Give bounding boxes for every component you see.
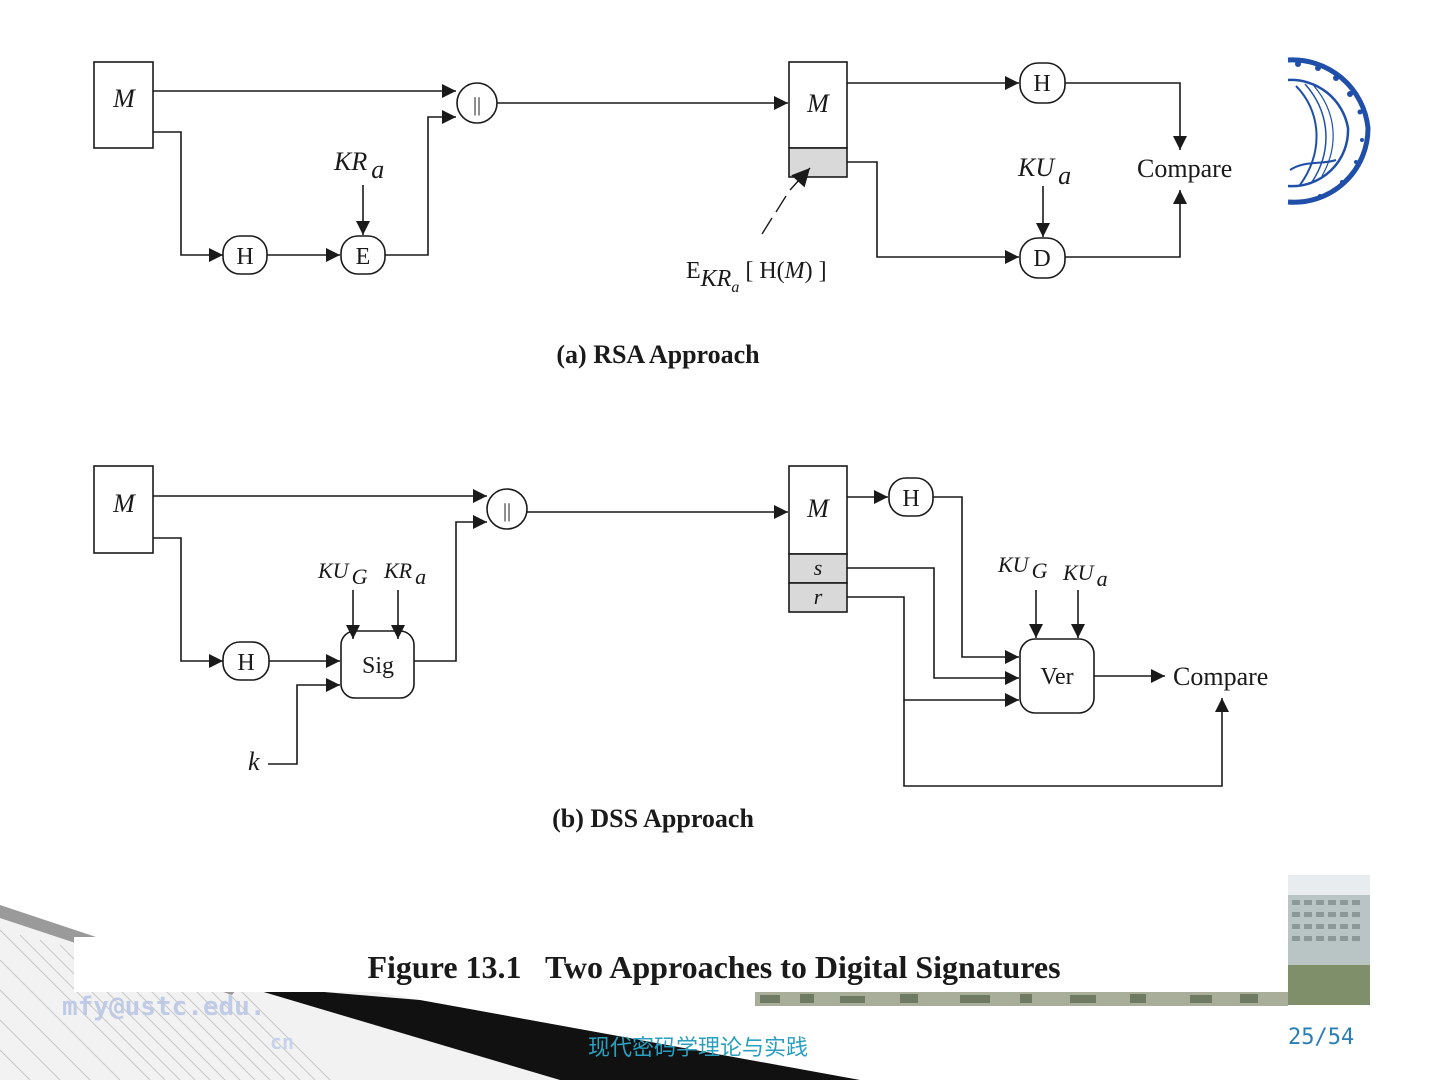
rsa-approach — [93, 61, 1187, 279]
footer-email-tail: cn — [270, 1030, 295, 1054]
dss-message-label: M — [112, 489, 136, 518]
rsa-message-label: M — [112, 84, 136, 113]
dss-r-field — [788, 582, 848, 613]
dss-hash-label: H — [237, 650, 254, 676]
dss-random-k-label: k — [248, 747, 260, 776]
figure-caption-band — [74, 937, 1288, 992]
university-logo — [1287, 57, 1371, 205]
dss-received-message-label: M — [806, 494, 830, 523]
dss-s-label: s — [814, 555, 823, 580]
footer-course-title: 现代密码学理论与实践 — [588, 1036, 809, 1061]
dss-compare-label: Compare — [1173, 662, 1268, 691]
rsa-concat-label: || — [473, 94, 481, 116]
rsa-decrypt-node — [1019, 237, 1066, 279]
dss-verify-label: Ver — [1040, 664, 1073, 690]
dss-r-label: r — [814, 584, 823, 609]
dss-receiver-hash-label: H — [902, 486, 919, 512]
dss-sign-label: Sig — [362, 653, 394, 679]
footer-email: mfy@ustc.edu. — [62, 992, 266, 1022]
rsa-hash-label: H — [236, 244, 253, 270]
rsa-receiver-hash-label: H — [1033, 71, 1050, 97]
rsa-compare-label: Compare — [1137, 154, 1232, 183]
rsa-decrypt-label: D — [1033, 246, 1050, 272]
rsa-encrypt-label: E — [356, 244, 371, 270]
dss-message-box — [93, 465, 154, 554]
dss-sign-node — [340, 630, 415, 699]
dss-received-message-box — [788, 465, 848, 555]
dss-concat-label: || — [503, 500, 511, 522]
rsa-caption: (a) RSA Approach — [556, 340, 760, 369]
rsa-signature-label: EKRa [ H(M) ] — [686, 258, 827, 296]
footer-page-number: 25/54 — [1288, 1025, 1355, 1050]
dss-approach — [93, 465, 1229, 787]
dss-concat-node — [486, 488, 528, 530]
rsa-message-box — [93, 61, 154, 149]
rsa-signature-field — [788, 147, 848, 178]
rsa-received-message-label: M — [806, 89, 830, 118]
figure-caption: Figure 13.1 Two Approaches to Digital Si… — [367, 949, 1060, 985]
dss-caption: (b) DSS Approach — [552, 804, 754, 833]
campus-photo — [755, 875, 1370, 1006]
